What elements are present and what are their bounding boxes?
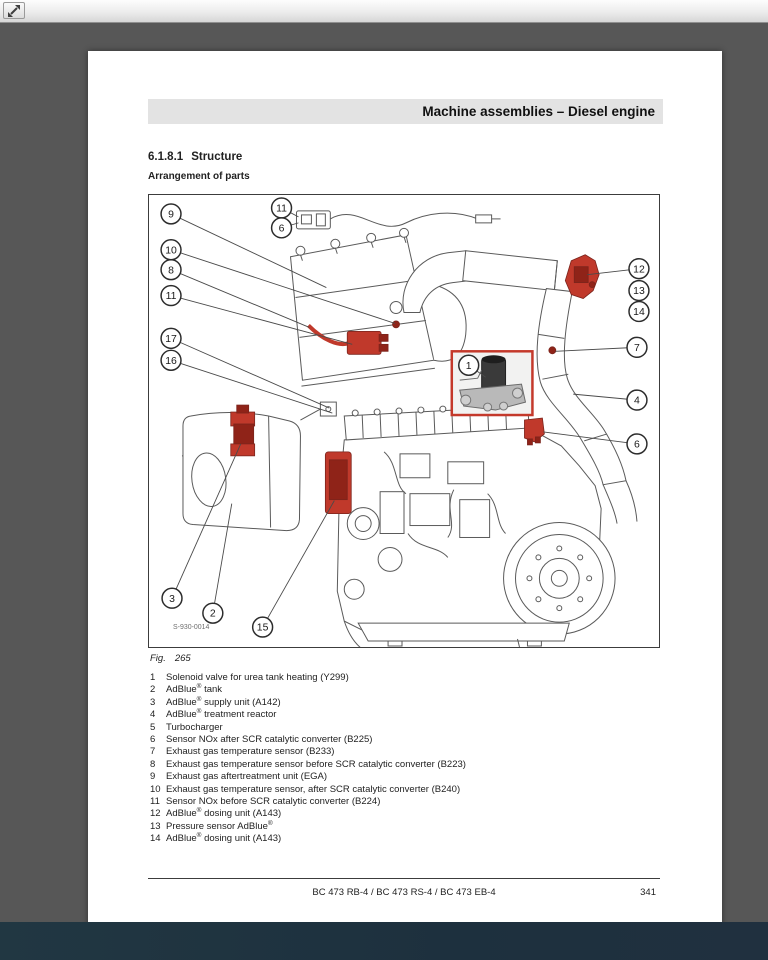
callout-circle-12 [628, 257, 650, 280]
chapter-header-band: Machine assemblies – Diesel engine [148, 99, 663, 124]
fit-to-window-button[interactable] [3, 2, 25, 19]
callout-circle-9 [160, 203, 182, 225]
svg-text:13: 13 [633, 286, 645, 297]
figure-caption-number: 265 [174, 653, 191, 664]
svg-text:17: 17 [165, 334, 177, 345]
svg-text:16: 16 [165, 356, 177, 367]
callout-circle-15 [251, 616, 274, 638]
callout-circle-14 [628, 300, 650, 323]
callout-circle-13 [628, 279, 650, 302]
callout-circle-16 [160, 349, 182, 371]
viewer-toolbar [0, 0, 768, 23]
svg-text:2: 2 [210, 609, 216, 620]
svg-text:11: 11 [276, 204, 287, 215]
manual-page: Machine assemblies – Diesel engine 6.1.8… [88, 51, 722, 943]
section-number: 6.1.8.1 [148, 151, 184, 163]
diagonal-expand-arrows-icon [8, 4, 20, 17]
figure-caption-label: Fig. [150, 653, 166, 664]
svg-text:14: 14 [633, 307, 645, 318]
temp-sensor-b233 [548, 346, 557, 355]
solenoid-valve-inset [450, 350, 534, 417]
callout-circle-11 [160, 284, 182, 307]
adblue-tank [182, 412, 301, 532]
callout-circle-8 [160, 258, 182, 281]
svg-text:1: 1 [466, 361, 472, 372]
adblue-hose-highlight [307, 324, 349, 347]
callout-circle-3 [161, 587, 183, 609]
desktop-taskband [0, 922, 768, 960]
svg-text:3: 3 [169, 594, 175, 605]
callout-circle-17 [160, 327, 182, 350]
callout-circle-4 [626, 389, 648, 411]
svg-text:11: 11 [166, 291, 177, 302]
svg-text:10: 10 [165, 245, 177, 256]
svg-text:6: 6 [279, 223, 285, 234]
section-title: Structure [191, 151, 243, 163]
svg-text:12: 12 [633, 264, 645, 275]
sensor-cable [330, 212, 478, 227]
svg-text:9: 9 [168, 210, 174, 221]
footer-page-number: 341 [640, 887, 656, 898]
temp-sensor-b240 [392, 320, 400, 329]
drawing-code: S-930-0014 [173, 624, 209, 631]
section-heading: 6.1.8.1 Structure [148, 151, 242, 163]
callout-circle-2 [202, 602, 224, 624]
page-footer: BC 473 RB-4 / BC 473 RS-4 / BC 473 EB-4 … [148, 878, 660, 898]
subsection-heading: Arrangement of parts [148, 171, 250, 182]
figure-caption: Fig. 265 [150, 653, 191, 664]
document-canvas[interactable]: Machine assemblies – Diesel engine 6.1.8… [0, 23, 768, 960]
svg-text:7: 7 [634, 343, 640, 354]
svg-text:8: 8 [168, 265, 174, 276]
svg-text:4: 4 [634, 396, 640, 407]
callout-circle-6 [270, 217, 293, 239]
adblue-pump-module [346, 330, 382, 355]
svg-text:6: 6 [634, 439, 640, 450]
callout-circle-6 [626, 433, 648, 455]
callout-circle-7 [626, 336, 648, 359]
svg-text:15: 15 [257, 623, 269, 634]
callout-circle-1 [458, 354, 480, 376]
footer-model-codes: BC 473 RB-4 / BC 473 RS-4 / BC 473 EB-4 [312, 887, 496, 898]
